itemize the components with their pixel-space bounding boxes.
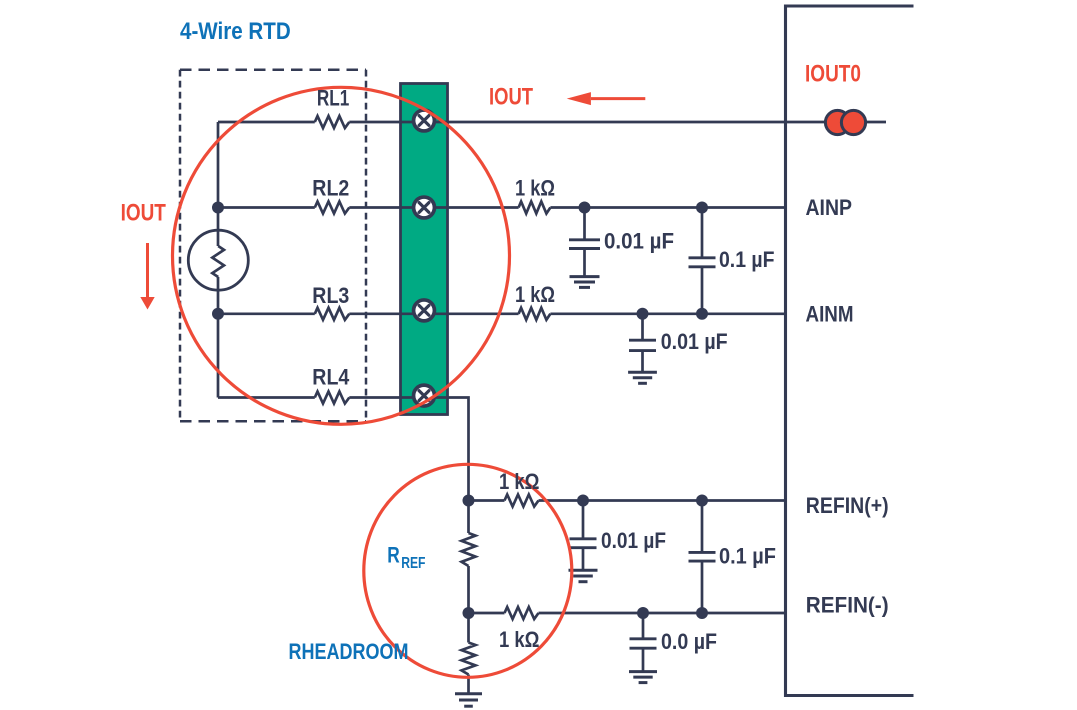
svg-text:REFIN(+): REFIN(+)	[806, 493, 889, 518]
svg-text:1 kΩ: 1 kΩ	[515, 175, 555, 200]
svg-text:4-Wire RTD: 4-Wire RTD	[180, 18, 291, 45]
svg-text:0.01 µF: 0.01 µF	[604, 228, 674, 253]
svg-text:1 kΩ: 1 kΩ	[499, 469, 540, 494]
svg-text:IOUT: IOUT	[489, 84, 533, 111]
svg-text:RL4: RL4	[312, 365, 349, 390]
svg-text:1 kΩ: 1 kΩ	[515, 282, 555, 307]
svg-text:REF: REF	[401, 555, 425, 572]
svg-text:RL3: RL3	[312, 283, 349, 308]
svg-text:0.01 µF: 0.01 µF	[661, 329, 728, 354]
svg-text:0.1 µF: 0.1 µF	[719, 544, 776, 569]
svg-text:IOUT0: IOUT0	[805, 61, 861, 88]
svg-text:0.0 µF: 0.0 µF	[661, 629, 717, 654]
svg-text:IOUT: IOUT	[121, 200, 166, 227]
svg-text:1 kΩ: 1 kΩ	[499, 627, 540, 652]
svg-text:RL2: RL2	[312, 175, 349, 200]
svg-text:0.01 µF: 0.01 µF	[601, 528, 666, 553]
svg-text:R: R	[387, 543, 400, 568]
svg-text:0.1 µF: 0.1 µF	[719, 247, 775, 272]
svg-text:AINP: AINP	[806, 195, 853, 220]
svg-text:REFIN(-): REFIN(-)	[806, 593, 889, 618]
svg-text:RL1: RL1	[317, 86, 349, 111]
svg-text:RHEADROOM: RHEADROOM	[289, 639, 409, 664]
svg-text:AINM: AINM	[806, 301, 854, 326]
